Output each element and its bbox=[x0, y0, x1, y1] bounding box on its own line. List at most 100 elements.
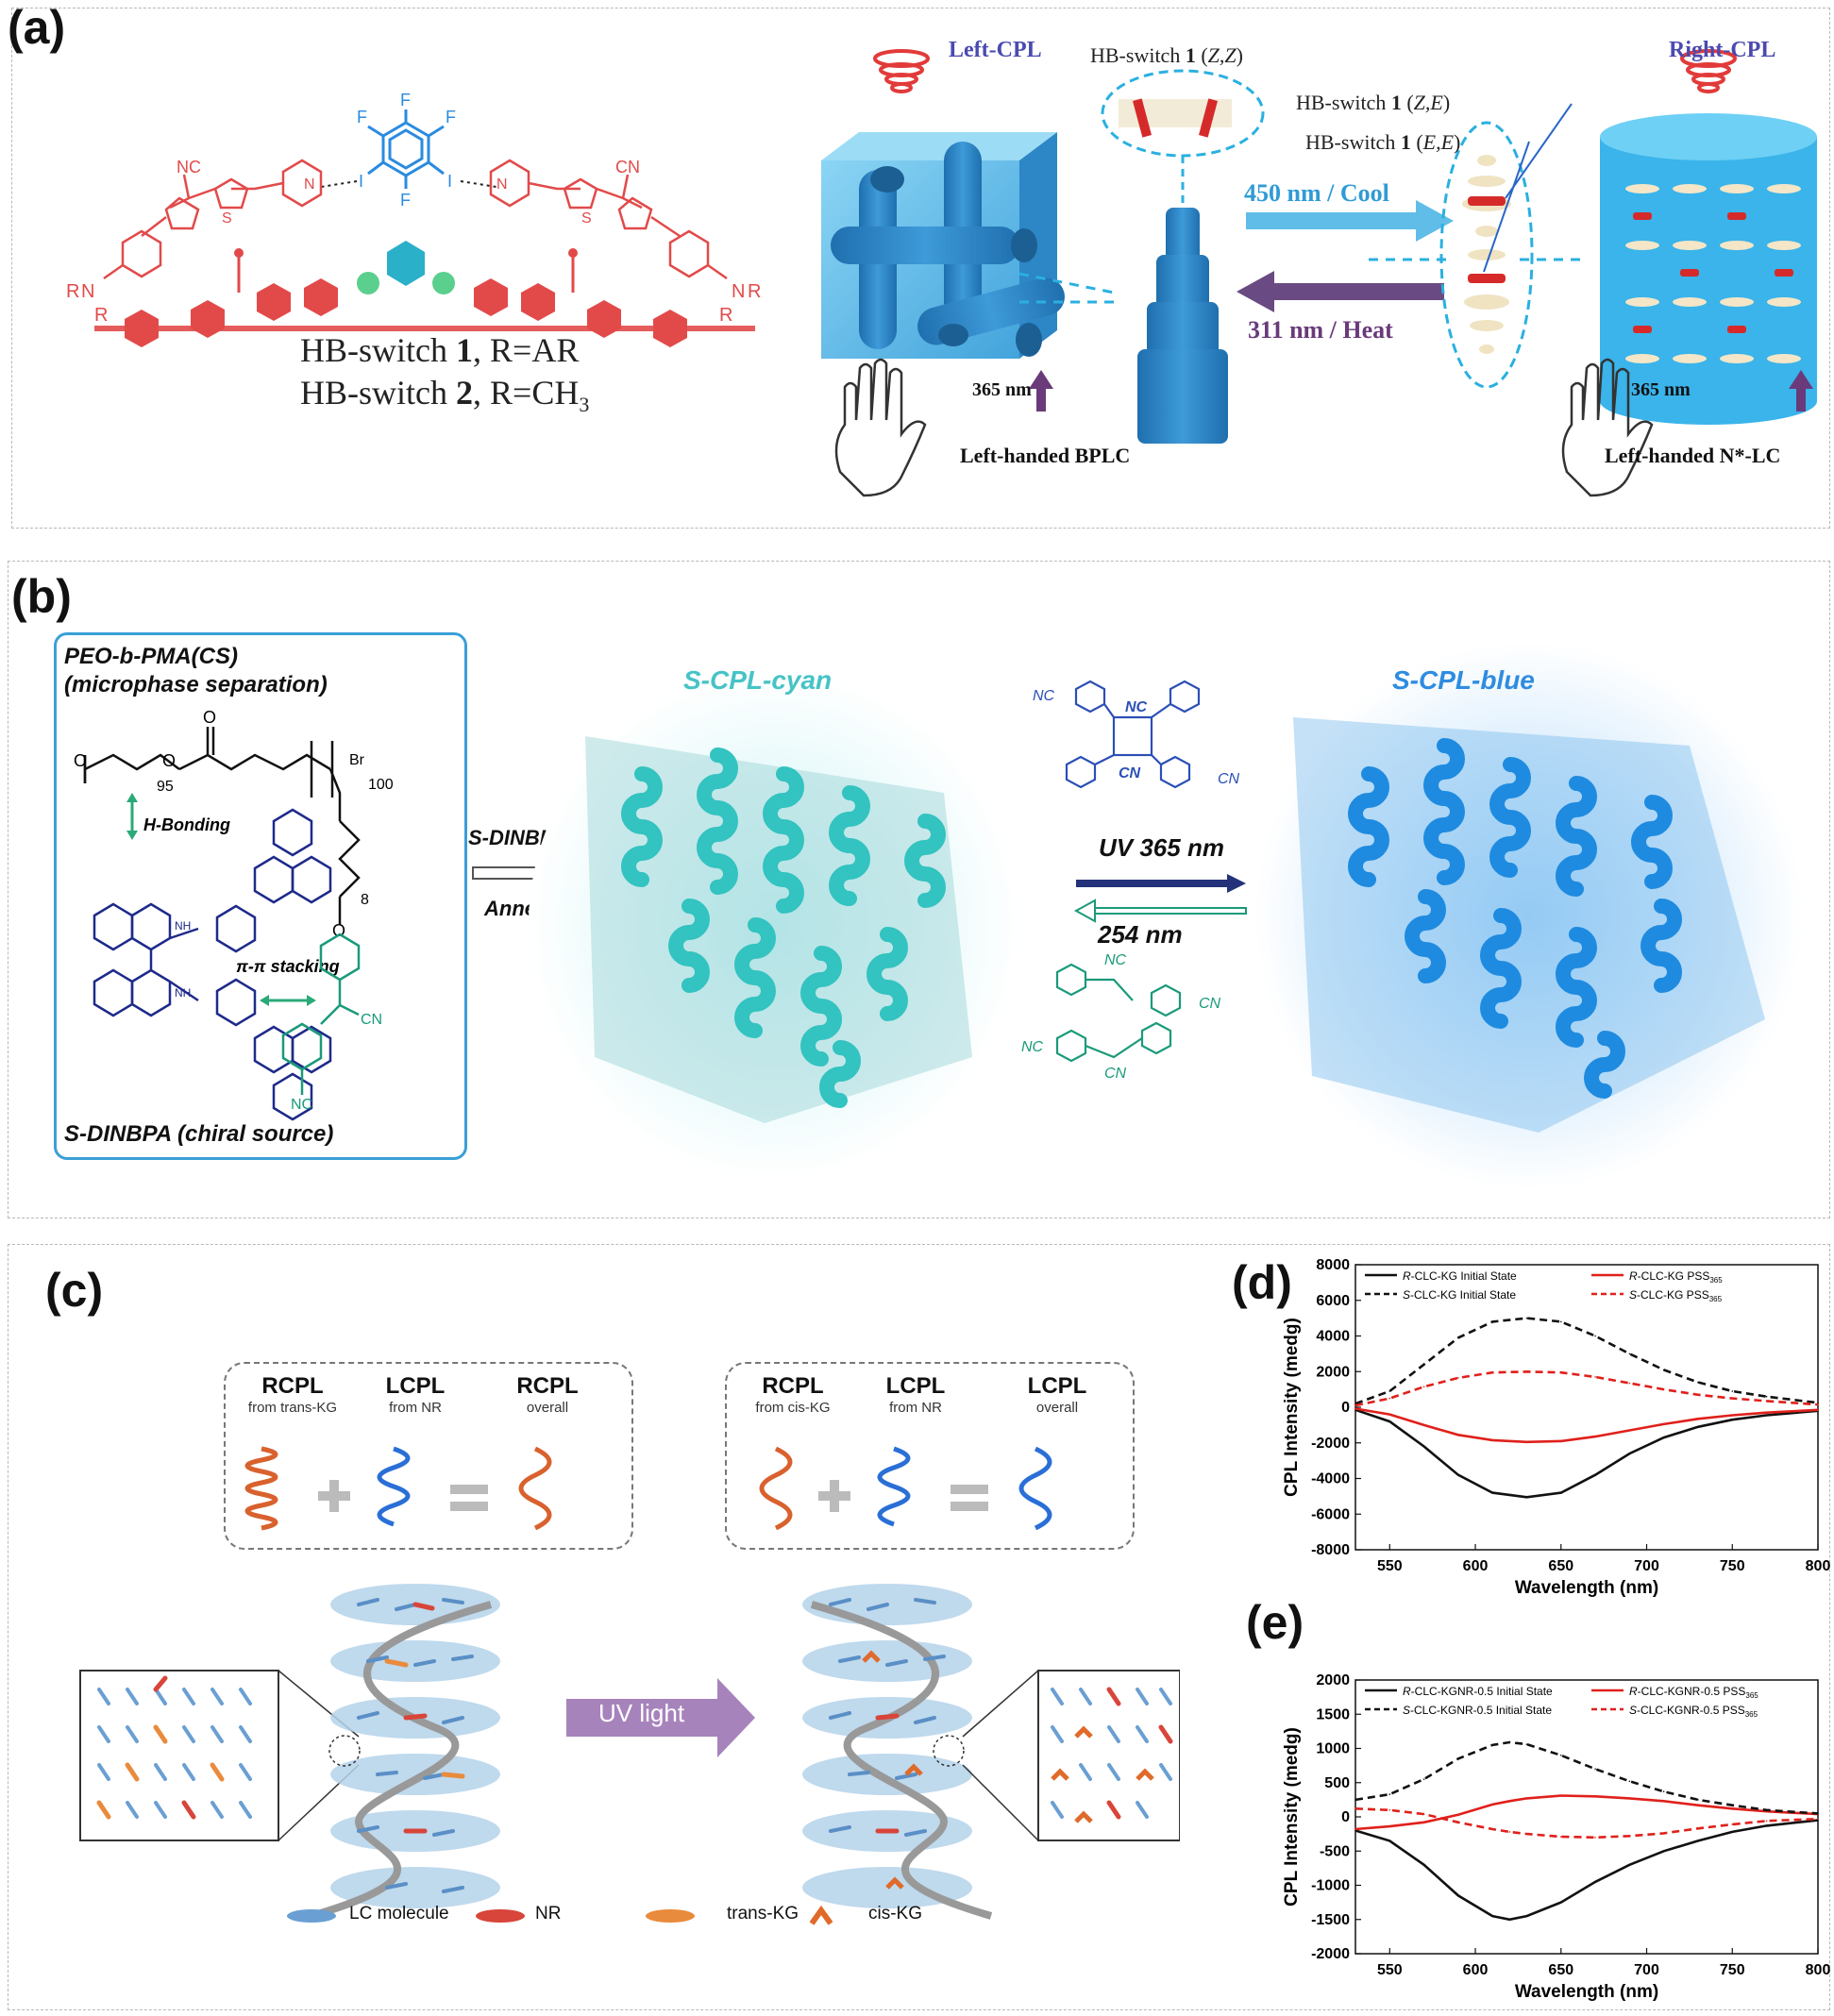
polymer-note: (microphase separation) bbox=[64, 672, 328, 697]
x-tick-label: 800 bbox=[1806, 1962, 1831, 1978]
cpl-source: from NR bbox=[889, 1400, 942, 1416]
data-point bbox=[1422, 1813, 1425, 1815]
cis-kg-icon bbox=[809, 1905, 833, 1925]
panel-b-chemistry-box bbox=[54, 632, 467, 1160]
x-axis-label: Wavelength (nm) bbox=[1515, 1982, 1658, 2002]
data-point bbox=[1388, 1840, 1391, 1842]
r-group: R bbox=[94, 305, 108, 326]
right-arm bbox=[489, 159, 728, 280]
polymer-backbone bbox=[83, 727, 361, 925]
data-point bbox=[1422, 1445, 1425, 1448]
data-point bbox=[1594, 1376, 1596, 1378]
y-tick-label: 500 bbox=[1324, 1775, 1350, 1791]
cn-group: CN bbox=[1104, 1066, 1127, 1082]
x-tick-label: 800 bbox=[1806, 1558, 1831, 1574]
hb-text: HB-switch bbox=[300, 374, 456, 412]
panel-c-frame bbox=[8, 1244, 1830, 2010]
n-atom: N bbox=[732, 281, 745, 302]
hb-switch-ze-label: HB-switch 1 (Z,E) bbox=[1296, 91, 1450, 115]
series-line bbox=[1354, 1369, 1819, 1407]
left-arm bbox=[103, 159, 323, 280]
data-point bbox=[1525, 1496, 1528, 1499]
y-tick-label: 0 bbox=[1341, 1400, 1350, 1416]
left-hand-icon bbox=[834, 358, 927, 497]
loose-orange-helix-icon bbox=[759, 1446, 793, 1531]
data-point bbox=[1388, 1397, 1391, 1400]
legend-label: S-CLC-KG PSS365 bbox=[1629, 1288, 1723, 1303]
n: 1 bbox=[1390, 91, 1402, 114]
data-point bbox=[1525, 1317, 1528, 1319]
hb-number: 1 bbox=[456, 331, 473, 369]
r-group: R bbox=[66, 281, 79, 302]
series-line bbox=[1354, 1407, 1819, 1444]
cyan-helices bbox=[621, 748, 946, 1108]
legend-label: S-CLC-KGNR-0.5 PSS365 bbox=[1629, 1704, 1758, 1719]
cpl-title: LCPL bbox=[1027, 1373, 1087, 1399]
data-point bbox=[1559, 1320, 1562, 1323]
data-point bbox=[1731, 1390, 1734, 1392]
data-point bbox=[1662, 1800, 1665, 1803]
blue-helix-icon bbox=[877, 1446, 911, 1527]
data-point bbox=[1457, 1822, 1459, 1823]
x-tick-label: 700 bbox=[1634, 1558, 1659, 1574]
y-tick-label: 1000 bbox=[1316, 1741, 1350, 1757]
zoom-ellipse-right bbox=[1439, 121, 1534, 389]
data-point bbox=[1594, 1473, 1596, 1476]
lc-molecule-icon bbox=[287, 1909, 336, 1923]
legend-cis-kg: cis-KG bbox=[868, 1904, 922, 1924]
data-point bbox=[1697, 1827, 1699, 1830]
data-point bbox=[1628, 1429, 1631, 1432]
cn-group: CN bbox=[1218, 771, 1240, 787]
forward-uv-arrow-icon bbox=[1076, 874, 1246, 893]
data-point bbox=[1594, 1881, 1596, 1883]
br-atom: Br bbox=[349, 752, 365, 768]
i-atom: I bbox=[447, 172, 452, 191]
cpl-sum-box-cis bbox=[725, 1362, 1135, 1550]
data-point bbox=[1457, 1336, 1459, 1339]
data-point bbox=[1628, 1780, 1631, 1783]
data-point bbox=[1491, 1491, 1493, 1494]
data-point bbox=[1697, 1418, 1699, 1420]
data-point bbox=[1559, 1491, 1562, 1494]
y-tick-label: -1000 bbox=[1311, 1878, 1350, 1894]
o-atom: O bbox=[74, 751, 87, 770]
data-point bbox=[1491, 1371, 1493, 1373]
x-tick-label: 550 bbox=[1377, 1962, 1403, 1978]
iso: Z,E bbox=[1413, 91, 1443, 114]
data-point bbox=[1765, 1400, 1768, 1403]
data-point bbox=[1765, 1395, 1768, 1398]
nc-group: NC bbox=[1104, 952, 1127, 968]
data-point bbox=[1457, 1434, 1459, 1436]
sub-95: 95 bbox=[157, 779, 174, 795]
uv-light-label: UV light bbox=[598, 1699, 685, 1727]
data-point bbox=[1662, 1832, 1665, 1835]
series-line bbox=[1354, 1794, 1819, 1831]
data-point bbox=[1422, 1386, 1425, 1388]
cpl-source: overall bbox=[1035, 1400, 1079, 1416]
data-point bbox=[1354, 1407, 1356, 1410]
data-point bbox=[1697, 1393, 1699, 1396]
i-atom: I bbox=[359, 172, 363, 191]
series-line bbox=[1354, 1740, 1819, 1815]
legend-label: S-CLC-KGNR-0.5 Initial State bbox=[1403, 1704, 1552, 1717]
s-cpl-cyan-block bbox=[529, 670, 1019, 1180]
data-point bbox=[1817, 1403, 1819, 1405]
data-point bbox=[1491, 1439, 1493, 1441]
x-tick-label: 650 bbox=[1548, 1558, 1573, 1574]
data-point bbox=[1765, 1820, 1768, 1823]
o-atom: O bbox=[203, 708, 216, 727]
data-point bbox=[1491, 1320, 1493, 1323]
data-point bbox=[1817, 1402, 1819, 1404]
y-tick-label: 0 bbox=[1341, 1809, 1350, 1825]
backward-condition-label: 311 nm / Heat bbox=[1248, 316, 1393, 344]
cpl-source: from NR bbox=[389, 1400, 442, 1416]
data-point bbox=[1662, 1369, 1665, 1371]
data-point bbox=[1731, 1823, 1734, 1825]
cn-group: CN bbox=[1119, 765, 1141, 781]
data-point bbox=[1457, 1894, 1459, 1897]
nlc-label: Left-handed N*-LC bbox=[1605, 444, 1781, 467]
data-point bbox=[1388, 1808, 1391, 1811]
x-tick-label: 750 bbox=[1720, 1962, 1745, 1978]
data-point bbox=[1559, 1754, 1562, 1756]
data-point bbox=[1662, 1436, 1665, 1438]
